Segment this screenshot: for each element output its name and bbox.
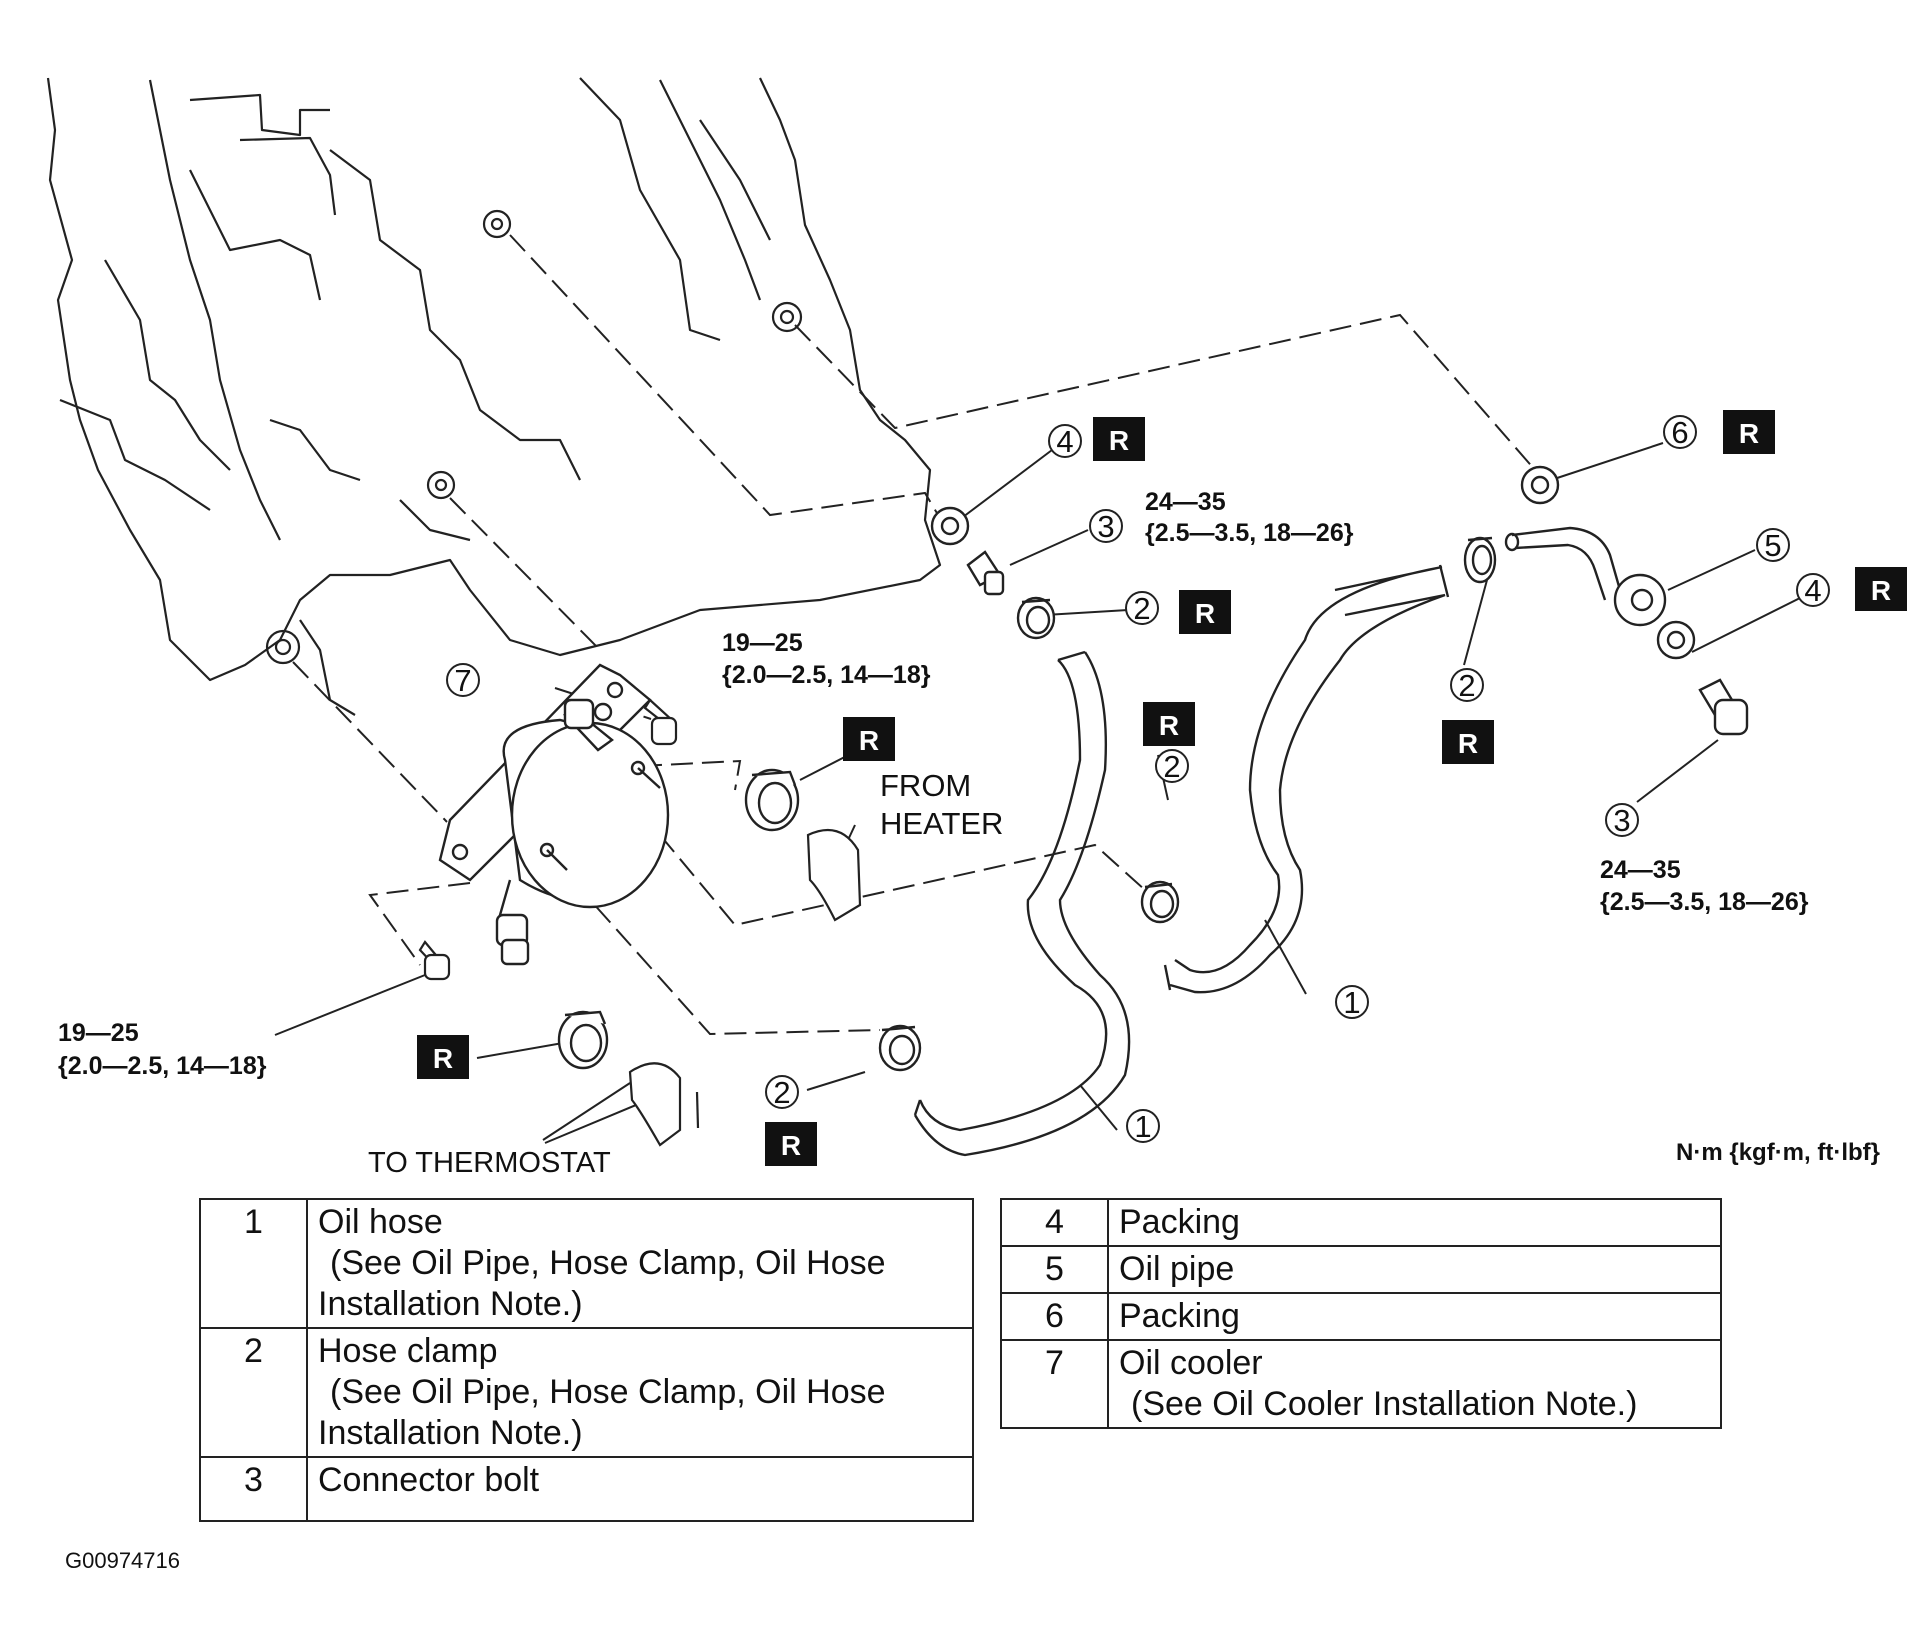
r-badge: R [1179,590,1231,634]
cooler-bolts [418,698,678,981]
svg-text:R: R [1159,710,1179,741]
callout-7: 7 [454,663,471,698]
legend-description: Connector bolt [306,1456,974,1522]
oil-hose-lower [913,650,1131,1157]
svg-text:{2.5—3.5, 18—26}: {2.5—3.5, 18—26} [1600,888,1809,916]
callout-6: 6 [1671,415,1688,450]
legend-name: Oil cooler [1119,1344,1263,1382]
legend-table-right: 4 Packing 5 Oil pipe 6 Packing 7 Oil coo… [1000,1198,1722,1429]
figure-id: G00974716 [65,1548,180,1573]
engine-block-outline [46,77,942,716]
engine-mount-holes [265,209,803,665]
callout-2-lower: 2 [773,1075,790,1110]
legend-description: Oil cooler (See Oil Cooler Installation … [1107,1339,1722,1429]
from-heater-label: FROM [880,768,971,803]
callout-2-upper: 2 [1133,591,1150,626]
callout-numbers: 4 3 2 2 6 5 4 2 3 1 1 2 7 [454,415,1821,1144]
cooler-hose-clamps [557,768,800,1070]
legend-number: 5 [1000,1245,1109,1294]
legend-note: (See Oil Cooler Installation Note.) [1131,1385,1638,1423]
callout-4-right: 4 [1804,573,1821,608]
svg-text:19—25: 19—25 [58,1019,139,1047]
callout-3-right: 3 [1613,803,1630,838]
legend-note: (See Oil Pipe, Hose Clamp, Oil Hose [330,1373,886,1411]
legend-name: Connector bolt [318,1461,540,1499]
legend-name: Oil hose [318,1203,443,1241]
svg-text:24—35: 24—35 [1600,856,1681,884]
legend-note: (See Oil Pipe, Hose Clamp, Oil Hose [330,1244,886,1282]
legend-number: 7 [1000,1339,1109,1429]
r-badge: R [1855,567,1907,611]
legend-number: 6 [1000,1292,1109,1341]
torque-spec-cooler-upper: 19—25 {2.0—2.5, 14—18} [722,629,931,689]
legend-description: Hose clamp (See Oil Pipe, Hose Clamp, Oi… [306,1327,974,1458]
legend-table-left: 1 Oil hose (See Oil Pipe, Hose Clamp, Oi… [199,1198,974,1522]
svg-text:24—35: 24—35 [1145,488,1226,516]
svg-text:{2.0—2.5, 14—18}: {2.0—2.5, 14—18} [722,661,931,689]
oil-pipe [1504,526,1667,627]
legend-number: 3 [199,1456,308,1522]
svg-text:R: R [1739,418,1759,449]
legend-name: Packing [1107,1198,1722,1247]
table-row: 5 Oil pipe [1000,1245,1722,1294]
table-row: 6 Packing [1000,1292,1722,1341]
torque-spec-cooler-lower: 19—25 {2.0—2.5, 14—18} [58,1019,267,1080]
legend-name: Oil pipe [1107,1245,1722,1294]
legend-number: 1 [199,1198,308,1329]
torque-spec-connector-upper: 24—35 {2.5—3.5, 18—26} [1145,488,1354,547]
r-badge: R [843,717,895,761]
svg-text:R: R [781,1130,801,1161]
table-row: 2 Hose clamp (See Oil Pipe, Hose Clamp, … [199,1327,974,1458]
torque-spec-connector-right: 24—35 {2.5—3.5, 18—26} [1600,856,1809,916]
oil-hose-upper [1163,564,1450,994]
to-thermostat-label: TO THERMOSTAT [368,1147,611,1179]
replace-badges: R R R R R R R R R [417,410,1907,1166]
assembly-dashed-lines [292,234,1536,1036]
leader-lines [274,442,1801,1144]
callout-5: 5 [1764,528,1781,563]
legend-number: 2 [199,1327,308,1458]
legend-description: Oil hose (See Oil Pipe, Hose Clamp, Oil … [306,1198,974,1329]
svg-text:R: R [1871,575,1891,606]
svg-text:{2.0—2.5, 14—18}: {2.0—2.5, 14—18} [58,1052,267,1080]
callout-4-upper: 4 [1056,424,1073,459]
svg-text:R: R [859,725,879,756]
connector-bolt-assembly [930,465,1749,736]
svg-text:R: R [1109,425,1129,456]
table-row: 1 Oil hose (See Oil Pipe, Hose Clamp, Oi… [199,1198,974,1329]
units-label: N·m {kgf·m, ft·lbf} [1676,1139,1880,1166]
callout-3-upper: 3 [1097,509,1114,544]
callout-2-right: 2 [1458,668,1475,703]
svg-text:R: R [1195,598,1215,629]
legend-name: Hose clamp [318,1332,498,1370]
svg-text:19—25: 19—25 [722,629,803,657]
callout-2-middle: 2 [1163,749,1180,784]
table-row: 3 Connector bolt [199,1456,974,1522]
svg-text:R: R [1458,728,1478,759]
r-badge: R [765,1122,817,1166]
heater-thermostat-stubs [628,828,862,1147]
r-badge: R [417,1035,469,1079]
r-badge: R [1442,720,1494,764]
legend-note: Installation Note.) [318,1285,583,1323]
svg-text:R: R [433,1043,453,1074]
from-heater-label-2: HEATER [880,806,1003,841]
r-badge: R [1723,410,1775,454]
r-badge: R [1093,417,1145,461]
callout-1-lower: 1 [1134,1109,1151,1144]
oil-cooler [438,663,670,966]
r-badge: R [1143,702,1195,746]
legend-note: Installation Note.) [318,1414,583,1452]
svg-text:{2.5—3.5, 18—26}: {2.5—3.5, 18—26} [1145,519,1354,547]
callout-circles [446,415,1830,1143]
table-row: 7 Oil cooler (See Oil Cooler Installatio… [1000,1339,1722,1429]
legend-name: Packing [1107,1292,1722,1341]
mid-hose-clamps [878,536,1497,1072]
callout-1-upper: 1 [1343,985,1360,1020]
legend-number: 4 [1000,1198,1109,1247]
table-row: 4 Packing [1000,1198,1722,1247]
